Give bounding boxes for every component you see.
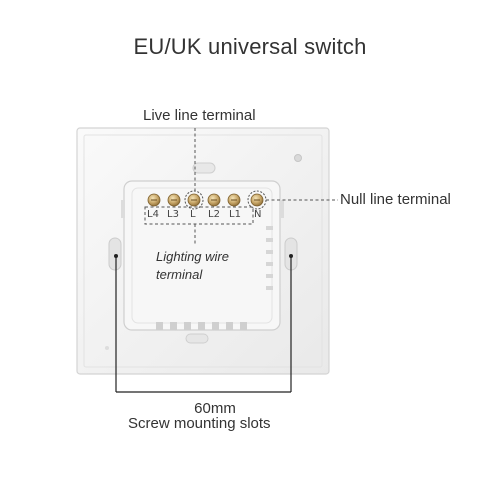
- terminal-label-l4: L4: [147, 209, 159, 220]
- dimension-bracket: [115, 256, 292, 393]
- page-title: EU/UK universal switch: [133, 34, 367, 59]
- terminal-label-l2: L2: [208, 209, 220, 220]
- terminal-label-l1: L1: [229, 209, 241, 220]
- top-notch: [192, 162, 216, 174]
- terminal-label-l: L: [190, 209, 196, 220]
- width-measure-label: 60mm: [194, 400, 236, 417]
- terminal-label-l3: L3: [167, 209, 179, 220]
- terminal-screws: [147, 193, 264, 207]
- indicator-hole: [294, 154, 302, 162]
- lighting-wire-label: Lighting wire terminal: [156, 249, 229, 282]
- left-mounting-slot: [108, 237, 122, 271]
- screw-slots-label: Screw mounting slots: [128, 415, 271, 432]
- bottom-notch: [185, 333, 209, 344]
- terminal-label-n: N: [254, 209, 262, 220]
- live-line-label: Live line terminal: [143, 107, 256, 124]
- lighting-terminals-box: [144, 206, 254, 225]
- live-terminal-highlight: [184, 190, 204, 210]
- null-line-label: Null line terminal: [340, 191, 451, 208]
- bottom-vents: [156, 322, 247, 330]
